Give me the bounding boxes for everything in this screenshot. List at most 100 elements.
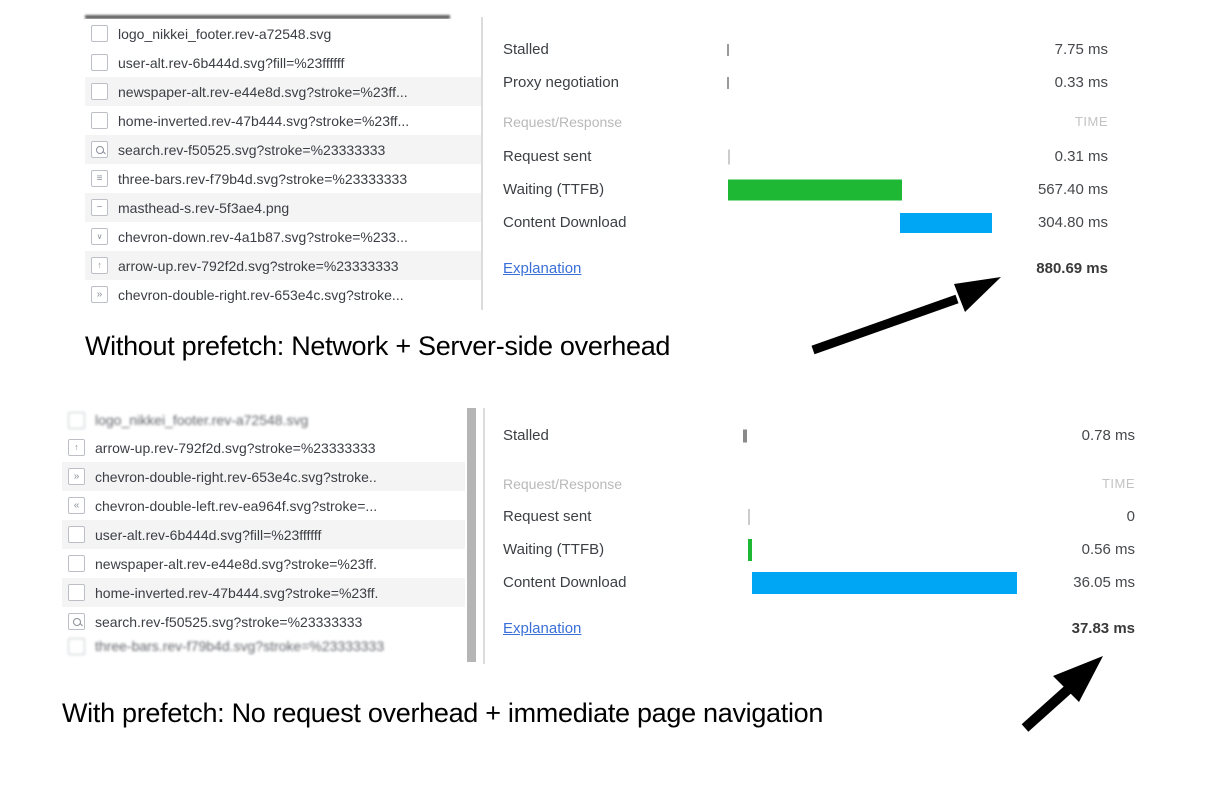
three-bars-icon: ≡ bbox=[91, 170, 108, 187]
total-time-value: 880.69 ms bbox=[1036, 260, 1108, 277]
file-name: home-inverted.rev-47b444.svg?stroke=%23f… bbox=[95, 584, 379, 601]
file-name: user-alt.rev-6b444d.svg?fill=%23ffffff bbox=[118, 54, 345, 71]
file-name: newspaper-alt.rev-e44e8d.svg?stroke=%23f… bbox=[118, 83, 408, 100]
explanation-link[interactable]: Explanation bbox=[503, 260, 582, 277]
chevron-double-right-icon: » bbox=[68, 468, 85, 485]
arrow-up-icon: ↑ bbox=[91, 257, 108, 274]
file-preview-icon bbox=[91, 54, 108, 71]
file-row[interactable]: search.rev-f50525.svg?stroke=%23333333 bbox=[62, 607, 465, 636]
timing-label: Request sent bbox=[503, 148, 592, 165]
masthead-icon: − bbox=[91, 199, 108, 216]
request-sent-tick bbox=[748, 508, 750, 525]
timing-total-row: Explanation 37.83 ms bbox=[503, 612, 1135, 645]
file-row[interactable]: ↑ arrow-up.rev-792f2d.svg?stroke=%233333… bbox=[62, 433, 465, 462]
file-name: chevron-double-left.rev-ea964f.svg?strok… bbox=[95, 497, 378, 514]
file-name: masthead-s.rev-5f3ae4.png bbox=[118, 199, 290, 216]
file-preview-icon bbox=[91, 112, 108, 129]
file-row[interactable]: logo_nikkei_footer.rev-a72548.svg bbox=[85, 19, 481, 48]
timing-label: Proxy negotiation bbox=[503, 74, 619, 91]
timing-row: Waiting (TTFB) 0.56 ms bbox=[503, 533, 1135, 566]
file-preview-icon bbox=[68, 526, 85, 543]
file-row[interactable]: ≡ three-bars.rev-f79b4d.svg?stroke=%2333… bbox=[85, 164, 481, 193]
timing-value: 567.40 ms bbox=[1037, 181, 1108, 198]
file-name: three-bars.rev-f79b4d.svg?stroke=%233333… bbox=[118, 170, 408, 187]
network-file-list-top: logo_nikkei_footer.rev-a72548.svg user-a… bbox=[85, 19, 481, 309]
file-row[interactable]: user-alt.rev-6b444d.svg?fill=%23ffffff bbox=[62, 520, 465, 549]
timing-value: 36.05 ms bbox=[1073, 574, 1135, 591]
file-row[interactable]: home-inverted.rev-47b444.svg?stroke=%23f… bbox=[62, 578, 465, 607]
file-name: chevron-down.rev-4a1b87.svg?stroke=%233.… bbox=[118, 228, 408, 245]
file-name: three-bars.rev-f79b4d.svg?stroke=%233333… bbox=[95, 638, 385, 654]
search-icon bbox=[68, 613, 85, 630]
timing-label: Request sent bbox=[503, 508, 592, 525]
timing-label: Content Download bbox=[503, 214, 627, 231]
file-row[interactable]: search.rev-f50525.svg?stroke=%23333333 bbox=[85, 135, 481, 164]
search-icon bbox=[91, 141, 108, 158]
timing-value: 304.80 ms bbox=[1037, 214, 1108, 231]
file-row[interactable]: ↑ arrow-up.rev-792f2d.svg?stroke=%233333… bbox=[85, 251, 481, 280]
timing-row: Content Download 304.80 ms bbox=[503, 206, 1108, 239]
file-preview-icon bbox=[68, 411, 85, 429]
file-row[interactable]: « chevron-double-left.rev-ea964f.svg?str… bbox=[62, 491, 465, 520]
panel-divider bbox=[481, 17, 483, 310]
file-name: chevron-double-right.rev-653e4c.svg?stro… bbox=[95, 468, 377, 485]
chevron-double-left-icon: « bbox=[68, 497, 85, 514]
file-name: search.rev-f50525.svg?stroke=%23333333 bbox=[95, 613, 363, 630]
content-download-bar bbox=[752, 571, 1017, 594]
content-download-bar bbox=[900, 212, 992, 233]
file-row[interactable]: » chevron-double-right.rev-653e4c.svg?st… bbox=[62, 462, 465, 491]
timing-label: Stalled bbox=[503, 41, 549, 58]
file-name: user-alt.rev-6b444d.svg?fill=%23ffffff bbox=[95, 526, 322, 543]
file-row[interactable]: three-bars.rev-f79b4d.svg?stroke=%233333… bbox=[62, 636, 465, 656]
time-column-header: TIME bbox=[1101, 476, 1135, 491]
chevron-double-right-icon: » bbox=[91, 286, 108, 303]
file-name: home-inverted.rev-47b444.svg?stroke=%23f… bbox=[118, 112, 410, 129]
time-column-header: TIME bbox=[1074, 114, 1108, 129]
request-sent-tick bbox=[728, 149, 730, 164]
request-timing-panel-bottom: Stalled 0.78 ms Request/Response TIME Re… bbox=[503, 419, 1135, 645]
file-preview-icon bbox=[68, 555, 85, 572]
file-name: chevron-double-right.rev-653e4c.svg?stro… bbox=[118, 286, 404, 303]
timing-row: Stalled 7.75 ms bbox=[503, 33, 1108, 66]
chevron-down-icon: ∨ bbox=[91, 228, 108, 245]
stalled-tick bbox=[727, 43, 729, 56]
cropped-row-remnant bbox=[85, 15, 450, 19]
proxy-tick bbox=[727, 76, 729, 89]
timing-track bbox=[703, 566, 1025, 599]
timing-label: Waiting (TTFB) bbox=[503, 181, 605, 198]
timing-label: Content Download bbox=[503, 574, 627, 591]
file-row[interactable]: newspaper-alt.rev-e44e8d.svg?stroke=%23f… bbox=[85, 77, 481, 106]
file-name: logo_nikkei_footer.rev-a72548.svg bbox=[118, 25, 332, 42]
file-row[interactable]: − masthead-s.rev-5f3ae4.png bbox=[85, 193, 481, 222]
timing-track bbox=[703, 66, 1025, 99]
timing-label: Waiting (TTFB) bbox=[503, 541, 605, 558]
annotation-arrow-icon bbox=[1021, 656, 1103, 732]
timing-value: 0.78 ms bbox=[1081, 427, 1135, 444]
annotation-arrow-icon bbox=[811, 277, 1001, 355]
file-row[interactable]: home-inverted.rev-47b444.svg?stroke=%23f… bbox=[85, 106, 481, 135]
timing-track bbox=[703, 500, 1025, 533]
timing-track bbox=[703, 419, 1025, 452]
explanation-link[interactable]: Explanation bbox=[503, 620, 582, 637]
timing-value: 7.75 ms bbox=[1054, 41, 1108, 58]
timing-value: 0 bbox=[1126, 508, 1135, 525]
section-header-label: Request/Response bbox=[503, 475, 623, 492]
file-row[interactable]: » chevron-double-right.rev-653e4c.svg?st… bbox=[85, 280, 481, 309]
file-row[interactable]: logo_nikkei_footer.rev-a72548.svg bbox=[62, 407, 465, 433]
timing-row: Request sent 0.31 ms bbox=[503, 140, 1108, 173]
file-row[interactable]: user-alt.rev-6b444d.svg?fill=%23ffffff bbox=[85, 48, 481, 77]
timing-track bbox=[703, 33, 1025, 66]
file-row[interactable]: newspaper-alt.rev-e44e8d.svg?stroke=%23f… bbox=[62, 549, 465, 578]
network-file-list-bottom: logo_nikkei_footer.rev-a72548.svg ↑ arro… bbox=[62, 407, 465, 665]
file-name: arrow-up.rev-792f2d.svg?stroke=%23333333 bbox=[95, 439, 376, 456]
timing-total-row: Explanation 880.69 ms bbox=[503, 252, 1108, 285]
timing-track bbox=[703, 140, 1025, 173]
scrollbar[interactable] bbox=[467, 408, 476, 662]
waiting-ttfb-bar bbox=[748, 538, 752, 561]
total-time-value: 37.83 ms bbox=[1071, 620, 1135, 637]
timing-value: 0.56 ms bbox=[1081, 541, 1135, 558]
file-row[interactable]: ∨ chevron-down.rev-4a1b87.svg?stroke=%23… bbox=[85, 222, 481, 251]
timing-value: 0.31 ms bbox=[1054, 148, 1108, 165]
file-name: newspaper-alt.rev-e44e8d.svg?stroke=%23f… bbox=[95, 555, 377, 572]
